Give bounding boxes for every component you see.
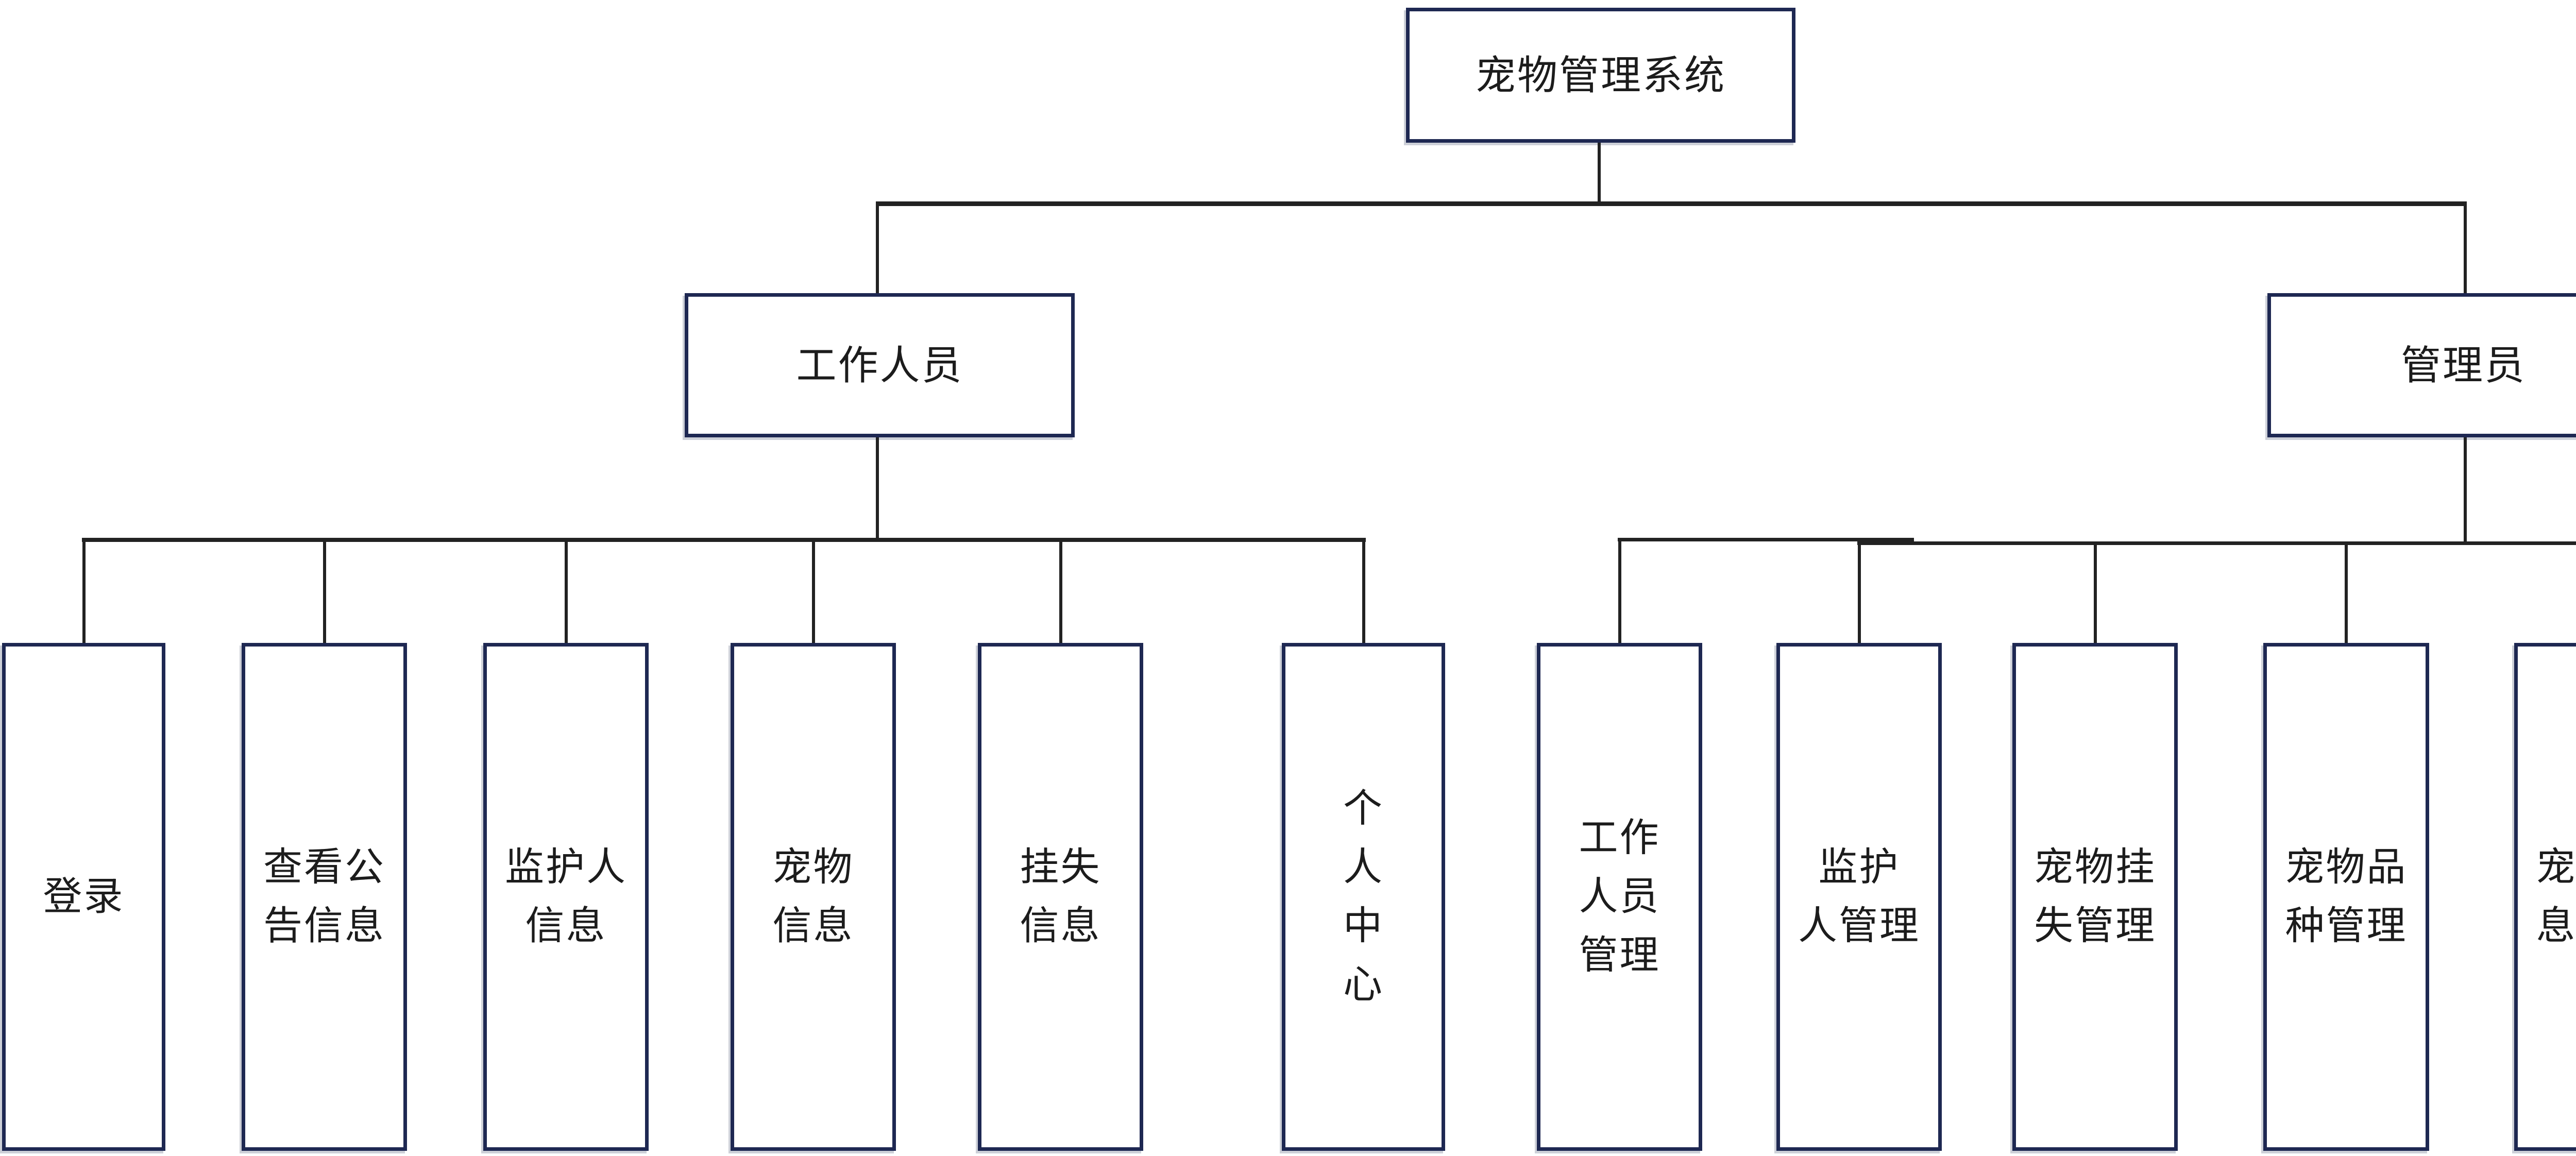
tree-node-label: 宠物挂失管理 bbox=[2034, 845, 2156, 948]
connector-drop-admin bbox=[2464, 201, 2467, 293]
tree-node-loss-report-info: 挂失信息 bbox=[978, 643, 1143, 1151]
tree-node-guardian-info: 监护人信息 bbox=[483, 643, 649, 1151]
connector-stub-staff-management bbox=[1618, 538, 1621, 643]
connector-admin-hline-a bbox=[1618, 538, 1914, 541]
connector-drop-staff bbox=[876, 201, 879, 293]
connector-stub-login bbox=[82, 538, 86, 643]
tree-node-root: 宠物管理系统 bbox=[1406, 8, 1795, 143]
connector-staff-hline bbox=[82, 538, 1366, 542]
tree-node-label: 查看公告信息 bbox=[263, 845, 385, 948]
connector-admin-hline-b bbox=[1857, 541, 2576, 545]
connector-stub-view-announcement bbox=[323, 538, 326, 643]
tree-node-staff-label: 工作人员 bbox=[796, 343, 963, 388]
tree-node-admin-label: 管理员 bbox=[2400, 343, 2526, 388]
connector-stub-personal-center bbox=[1362, 538, 1365, 643]
tree-node-admin: 管理员 bbox=[2267, 293, 2576, 437]
tree-node-pet-info: 宠物信息 bbox=[731, 643, 896, 1151]
tree-node-label: 个人中心 bbox=[1343, 787, 1384, 1007]
tree-node-label: 宠物信息管理 bbox=[2536, 845, 2576, 948]
tree-node-pet-breed-management: 宠物品种管理 bbox=[2263, 643, 2429, 1151]
connector-root-trunk bbox=[1598, 143, 1601, 203]
tree-node-view-announcement: 查看公告信息 bbox=[242, 643, 407, 1151]
tree-node-label: 挂失信息 bbox=[1020, 845, 1101, 948]
tree-node-label: 宠物品种管理 bbox=[2285, 845, 2408, 948]
tree-node-pet-info-management: 宠物信息管理 bbox=[2514, 643, 2576, 1151]
tree-node-label: 工作人员管理 bbox=[1579, 816, 1660, 977]
tree-node-label: 登录 bbox=[43, 875, 125, 919]
tree-node-root-label: 宠物管理系统 bbox=[1475, 53, 1726, 98]
tree-node-label: 监护人信息 bbox=[505, 845, 627, 948]
connector-staff-trunk bbox=[876, 437, 879, 538]
connector-admin-trunk bbox=[2464, 437, 2467, 542]
tree-node-label: 宠物信息 bbox=[772, 845, 854, 948]
connector-stub-guardian-info bbox=[565, 538, 568, 643]
tree-node-staff-management: 工作人员管理 bbox=[1537, 643, 1702, 1151]
tree-node-staff: 工作人员 bbox=[685, 293, 1075, 437]
connector-stub-loss-report-info bbox=[1059, 538, 1062, 643]
connector-level1-hline bbox=[876, 201, 2467, 206]
tree-node-login: 登录 bbox=[2, 643, 165, 1151]
connector-stub-guardian-management bbox=[1858, 541, 1861, 643]
connector-stub-pet-breed-management bbox=[2345, 541, 2348, 643]
connector-stub-pet-loss-management bbox=[2094, 541, 2097, 643]
tree-node-label: 监护人管理 bbox=[1798, 845, 1920, 948]
tree-node-guardian-management: 监护人管理 bbox=[1776, 643, 1942, 1151]
tree-node-pet-loss-management: 宠物挂失管理 bbox=[2012, 643, 2178, 1151]
connector-stub-pet-info bbox=[812, 538, 815, 643]
tree-node-personal-center: 个人中心 bbox=[1282, 643, 1445, 1151]
